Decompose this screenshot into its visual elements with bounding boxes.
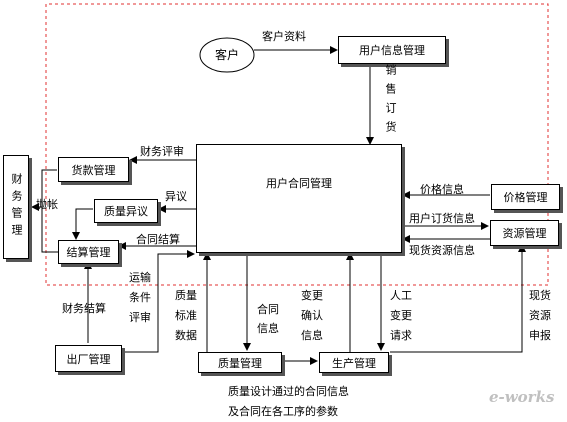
label-stock-resource-info: 现货资源信息 xyxy=(409,244,475,257)
arrow-settlement-to-finance xyxy=(41,207,58,253)
customer-label: 客户 xyxy=(214,48,239,62)
label-finance-settlement: 财务结算 xyxy=(62,302,106,315)
settlement-mgmt-node: 结算管理 xyxy=(58,240,119,264)
customer-ellipse xyxy=(199,37,255,73)
quality-mgmt-label: 质量管理 xyxy=(218,356,262,370)
contract-mgmt-label: 用户合同管理 xyxy=(266,177,332,190)
label-stock-resource-report: 现货资源申报 xyxy=(529,289,551,342)
price-mgmt-node: 价格管理 xyxy=(491,184,560,210)
shipping-mgmt-node: 出厂管理 xyxy=(55,345,122,372)
label-write-off: 抛帐 xyxy=(36,198,58,211)
customer-node: 客户 xyxy=(208,48,246,62)
arrow-objection-to-settlement xyxy=(72,208,93,240)
finance-mgmt-node: 财务管理 xyxy=(3,155,29,259)
label-finance-review: 财务评审 xyxy=(140,145,184,158)
arrow-transport-terms xyxy=(123,250,195,353)
user-info-mgmt-label: 用户信息管理 xyxy=(359,44,425,57)
contract-mgmt-node: 用户合同管理 xyxy=(196,144,402,253)
caption-line-2: 及合同在各工序的参数 xyxy=(228,405,338,418)
eworks-logo: e-works xyxy=(489,388,555,406)
payment-mgmt-node: 货款管理 xyxy=(58,157,129,182)
label-manual-change: 人工变更请求 xyxy=(390,289,412,342)
system-boundary xyxy=(45,3,549,286)
label-sales-order: 销售订货 xyxy=(384,64,397,140)
label-contract-info: 合同信息 xyxy=(257,303,279,335)
label-change-confirm: 变更确认信息 xyxy=(301,289,323,342)
production-mgmt-node: 生产管理 xyxy=(319,352,389,373)
user-info-mgmt-node: 用户信息管理 xyxy=(338,36,446,64)
quality-mgmt-node: 质量管理 xyxy=(198,352,282,373)
settlement-mgmt-label: 结算管理 xyxy=(66,246,111,259)
payment-mgmt-label: 货款管理 xyxy=(71,163,116,177)
label-customer-data: 客户资料 xyxy=(262,30,306,43)
diagram-caption: 质量设计通过的合同信息 及合同在各工序的参数 xyxy=(228,382,349,422)
label-objection: 异议 xyxy=(165,190,187,203)
label-price-info: 价格信息 xyxy=(420,183,464,196)
quality-objection-node: 质量异议 xyxy=(94,199,158,223)
price-mgmt-label: 价格管理 xyxy=(503,191,548,204)
label-transport-terms: 运输条件评审 xyxy=(129,271,151,324)
label-user-order-info: 用户订货信息 xyxy=(409,212,475,225)
caption-line-1: 质量设计通过的合同信息 xyxy=(228,385,349,398)
arrow-payment-to-finance xyxy=(31,169,57,211)
arrow-stock-report xyxy=(390,244,526,353)
resource-mgmt-label: 资源管理 xyxy=(502,227,547,240)
shipping-mgmt-label: 出厂管理 xyxy=(66,352,111,366)
label-quality-standard: 质量标准数据 xyxy=(175,289,197,342)
quality-objection-label: 质量异议 xyxy=(104,205,148,218)
production-mgmt-label: 生产管理 xyxy=(332,356,376,370)
resource-mgmt-node: 资源管理 xyxy=(490,220,559,246)
finance-mgmt-label: 财务管理 xyxy=(10,173,23,241)
label-contract-settlement: 合同结算 xyxy=(136,233,180,246)
